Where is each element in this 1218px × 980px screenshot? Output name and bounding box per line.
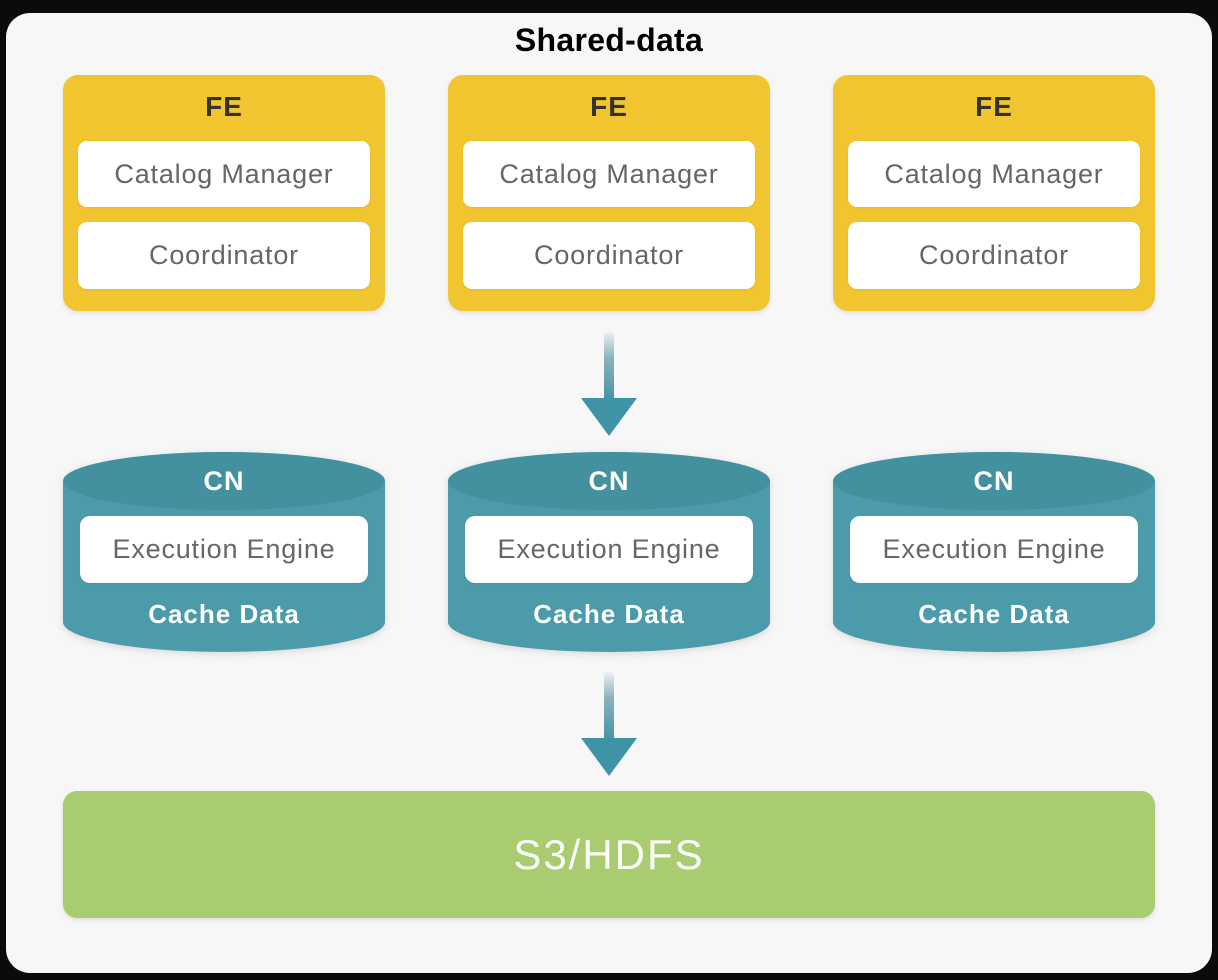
arrow-head (581, 738, 637, 776)
cache-data-label: Cache Data (918, 599, 1070, 629)
catalog-manager-box: Catalog Manager (463, 141, 755, 207)
fe-row: FE Catalog Manager Coordinator FE Catalo… (63, 75, 1155, 311)
fe-node-label: FE (205, 91, 243, 122)
execution-engine-box: Execution Engine (80, 516, 368, 583)
down-arrow-icon (581, 672, 637, 776)
arrow-shaft (604, 332, 614, 402)
cache-data-label: Cache Data (148, 599, 300, 629)
cn-to-storage-arrow-row (63, 672, 1155, 776)
down-arrow-icon (581, 332, 637, 436)
cn-node-label: CN (588, 466, 630, 496)
diagram-panel: Shared-data FE Catalog Manager Coordinat… (6, 13, 1212, 973)
catalog-manager-box: Catalog Manager (848, 141, 1140, 207)
arrow-head (581, 398, 637, 436)
coordinator-box: Coordinator (78, 222, 370, 289)
fe-node-label: FE (590, 91, 628, 122)
arrow-shaft (604, 672, 614, 742)
execution-engine-box: Execution Engine (850, 516, 1138, 583)
cn-row: CN Execution Engine Cache Data CN Execut… (63, 452, 1155, 652)
fe-node-label: FE (975, 91, 1013, 122)
cn-node-label: CN (973, 466, 1015, 496)
execution-engine-box: Execution Engine (465, 516, 753, 583)
fe-to-cn-arrow-row (63, 332, 1155, 436)
cn-node: CN Execution Engine Cache Data (63, 452, 385, 652)
catalog-manager-box: Catalog Manager (78, 141, 370, 207)
cn-node-label: CN (203, 466, 245, 496)
fe-node: FE Catalog Manager Coordinator (63, 75, 385, 311)
fe-node: FE Catalog Manager Coordinator (833, 75, 1155, 311)
coordinator-box: Coordinator (463, 222, 755, 289)
storage-bar: S3/HDFS (63, 791, 1155, 918)
fe-node: FE Catalog Manager Coordinator (448, 75, 770, 311)
cn-node: CN Execution Engine Cache Data (448, 452, 770, 652)
cn-node: CN Execution Engine Cache Data (833, 452, 1155, 652)
cache-data-label: Cache Data (533, 599, 685, 629)
diagram-title: Shared-data (514, 22, 704, 58)
coordinator-box: Coordinator (848, 222, 1140, 289)
